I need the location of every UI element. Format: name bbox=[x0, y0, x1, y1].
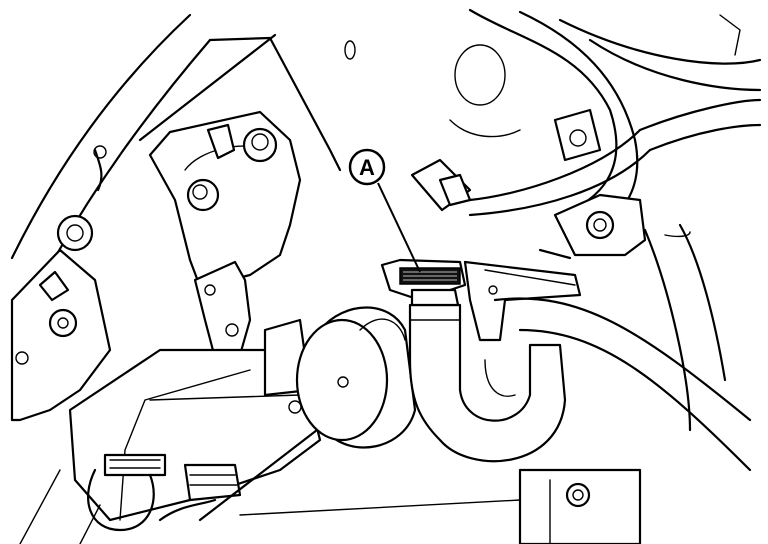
coolant-hose bbox=[408, 303, 567, 463]
lower-right-panel bbox=[518, 468, 642, 544]
callout-a-circle bbox=[348, 148, 386, 186]
bracket-bolt-lower bbox=[186, 178, 220, 212]
right-bracket bbox=[463, 248, 582, 342]
callout-a-leader bbox=[377, 182, 421, 273]
hose-clips bbox=[410, 108, 602, 212]
callout-a: A bbox=[348, 148, 421, 273]
actuator-motor bbox=[263, 306, 417, 449]
mounting-bracket bbox=[148, 110, 302, 360]
lower-case bbox=[68, 348, 322, 522]
long-hose bbox=[493, 223, 752, 472]
center-right-bracket bbox=[553, 193, 647, 257]
callout-a-label: A bbox=[359, 155, 375, 180]
bottom-lines bbox=[19, 469, 521, 544]
part-a-connector bbox=[380, 258, 467, 307]
left-housing bbox=[10, 214, 112, 422]
body-panel bbox=[10, 13, 356, 287]
lower-connectors bbox=[87, 418, 332, 532]
upper-hoses bbox=[449, 8, 762, 232]
bracket-bolt-upper bbox=[242, 127, 278, 163]
